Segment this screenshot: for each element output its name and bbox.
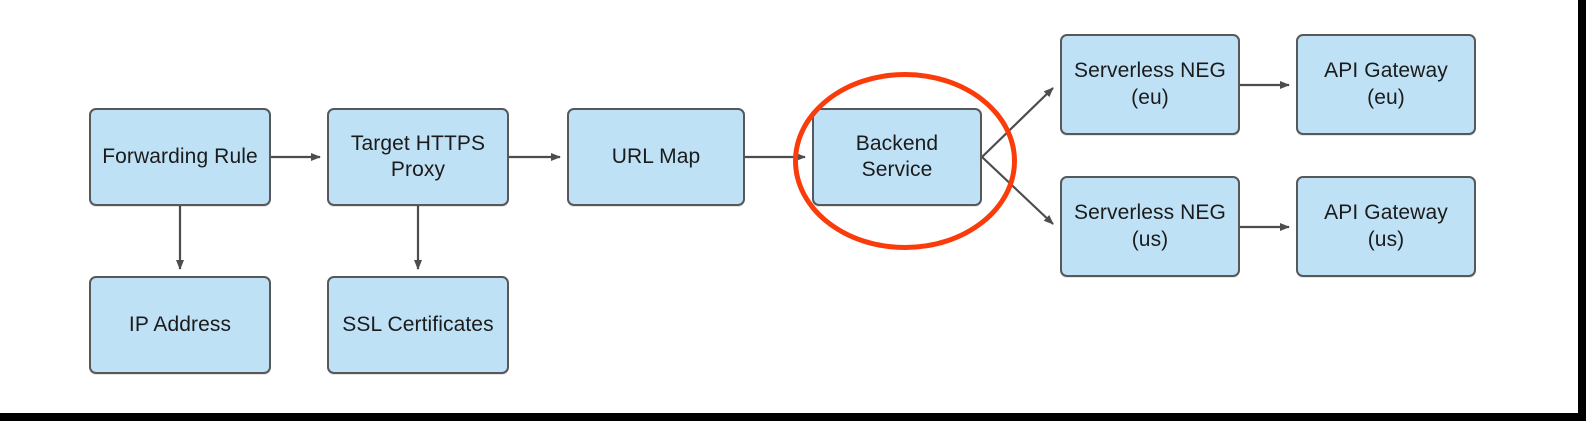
node-backend-service[interactable]: Backend Service [812,108,982,206]
node-label-target-https-proxy: Target HTTPS Proxy [350,131,486,181]
node-label-ip-address: IP Address [128,312,232,336]
viewport-bottom-edge [0,413,1586,421]
edge-backend-service-to-serverless-neg-us [981,156,1054,225]
node-ip-address[interactable]: IP Address [89,276,271,374]
node-label-api-gateway-us: API Gateway (us) [1324,201,1448,251]
node-serverless-neg-eu[interactable]: Serverless NEG (eu) [1060,34,1240,135]
node-label-api-gateway-eu: API Gateway (eu) [1324,59,1448,109]
node-target-https-proxy[interactable]: Target HTTPS Proxy [327,108,509,206]
node-forwarding-rule[interactable]: Forwarding Rule [89,108,271,206]
node-label-backend-service: Backend Service [855,131,939,181]
node-ssl-certificates[interactable]: SSL Certificates [327,276,509,374]
node-label-ssl-certificates: SSL Certificates [342,312,494,336]
node-label-serverless-neg-eu: Serverless NEG (eu) [1074,59,1226,109]
node-serverless-neg-us[interactable]: Serverless NEG (us) [1060,176,1240,277]
node-label-serverless-neg-us: Serverless NEG (us) [1074,201,1226,251]
node-url-map[interactable]: URL Map [567,108,745,206]
edge-backend-service-to-serverless-neg-eu [981,87,1054,158]
node-label-forwarding-rule: Forwarding Rule [102,144,258,168]
node-api-gateway-us[interactable]: API Gateway (us) [1296,176,1476,277]
viewport-right-edge [1578,0,1586,421]
node-api-gateway-eu[interactable]: API Gateway (eu) [1296,34,1476,135]
node-label-url-map: URL Map [611,144,701,168]
